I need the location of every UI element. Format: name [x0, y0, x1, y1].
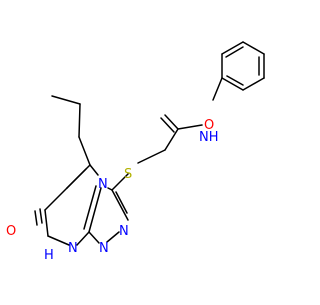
atom-label: O — [204, 118, 214, 133]
bond — [177, 124, 203, 130]
bond — [44, 209, 49, 237]
bond — [212, 77, 223, 101]
bond — [78, 103, 81, 138]
atom-label: N — [99, 241, 109, 256]
molecule-structure: O NH S N N N O N H — [6, 41, 265, 263]
bond — [106, 231, 120, 243]
bond — [34, 210, 38, 226]
atom-labels: O NH S N N N O N H — [6, 118, 219, 263]
bond — [225, 46, 244, 58]
bond — [83, 185, 97, 230]
bond — [160, 117, 175, 133]
bond — [76, 231, 90, 246]
atom-label: O — [6, 224, 16, 239]
bond — [242, 41, 265, 55]
bond — [78, 136, 91, 166]
atom-label: N — [98, 177, 108, 192]
amide-group — [111, 77, 223, 191]
atom-label: NH — [199, 130, 219, 145]
bond — [242, 77, 265, 91]
bond — [66, 168, 87, 189]
bond — [51, 95, 81, 105]
molecule-diagram: O NH S N N N O N H — [6, 41, 265, 263]
propyl-chain — [51, 95, 91, 166]
atom-label: N — [119, 224, 129, 239]
bond — [115, 191, 128, 214]
bond — [88, 231, 100, 244]
atom-label: H — [44, 248, 54, 263]
bond — [164, 114, 179, 130]
bond — [137, 149, 166, 164]
atom-label: N — [68, 241, 78, 256]
bond — [226, 75, 244, 86]
bond — [111, 173, 129, 191]
bond — [221, 77, 244, 91]
phenyl-ring — [221, 41, 265, 91]
bond — [47, 235, 70, 246]
bond — [89, 164, 99, 176]
bond — [39, 208, 43, 224]
triazolopyrimidine-core — [34, 164, 129, 246]
atom-label: S — [124, 167, 132, 182]
bond — [221, 41, 244, 55]
bond — [44, 187, 68, 211]
bond — [111, 189, 129, 221]
bond — [164, 128, 179, 151]
bond — [88, 187, 102, 233]
